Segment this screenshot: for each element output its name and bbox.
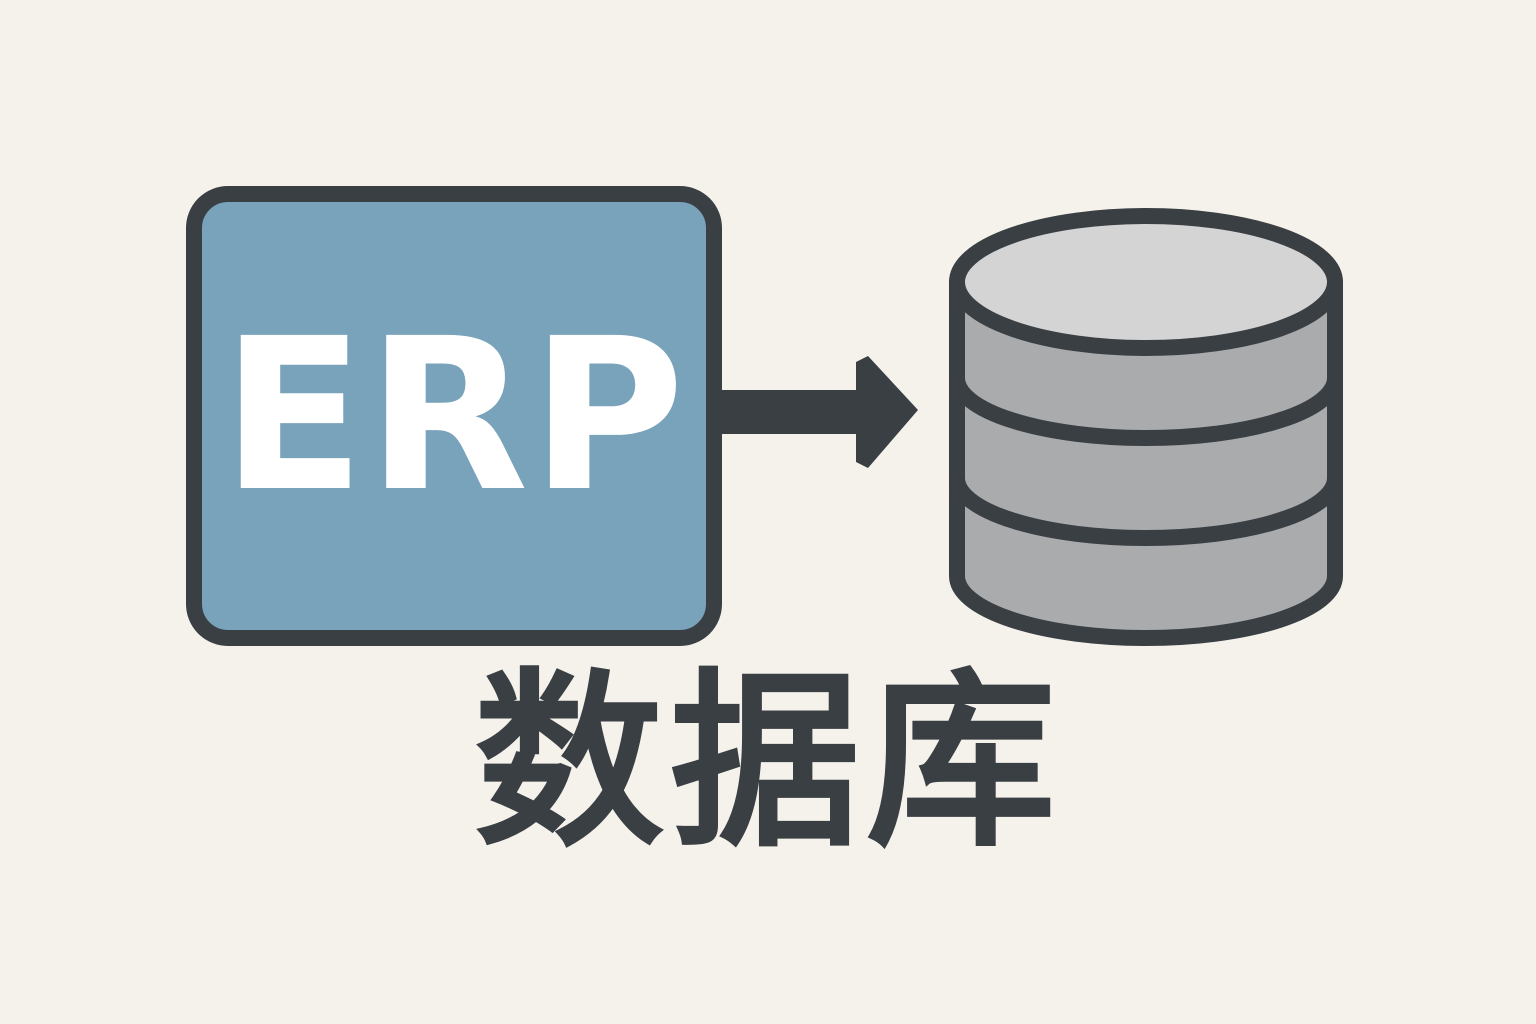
database-ring-2 [949, 477, 1343, 546]
database-ring-1 [949, 377, 1343, 446]
database-icon [949, 208, 1343, 646]
database-body [949, 274, 1343, 646]
erp-system-box: ERP [186, 186, 722, 646]
erp-label: ERP [221, 293, 687, 538]
arrow-right-icon [706, 356, 918, 468]
database-top [949, 208, 1343, 356]
database-caption: 数据库 [473, 652, 1062, 873]
